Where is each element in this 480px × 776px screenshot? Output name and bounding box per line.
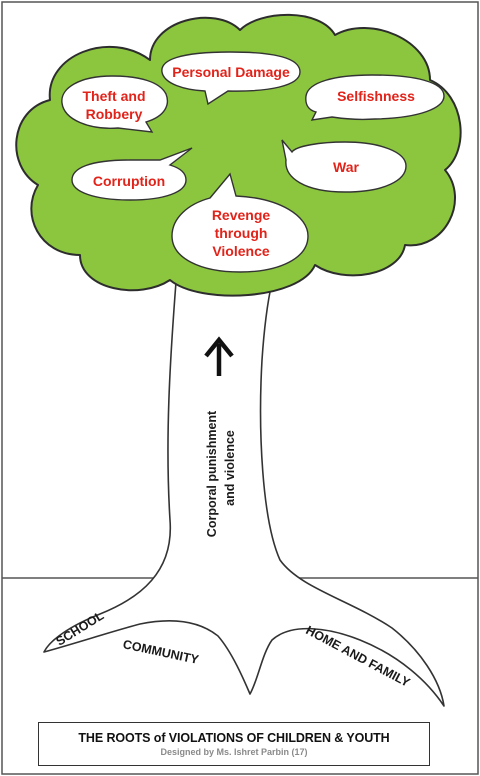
bubble-theft-robbery: Theft and Robbery	[61, 75, 169, 133]
bubble-corruption: Corruption	[71, 147, 193, 201]
bubble-corruption-shape	[71, 147, 193, 201]
bubble-revenge-line3: Violence	[212, 243, 270, 259]
bubble-theft-robbery-shape	[61, 75, 169, 133]
bubble-revenge-shape	[171, 172, 309, 273]
tree-trunk-and-roots	[43, 281, 445, 707]
bubble-theft-line1: Theft and	[83, 88, 146, 104]
bubble-war: War	[281, 139, 407, 193]
bubble-selfishness-shape	[305, 74, 445, 121]
footer-title-box: THE ROOTS of VIOLATIONS OF CHILDREN & YO…	[38, 722, 430, 766]
trunk-label-line1: Corporal punishment	[205, 410, 219, 537]
bubble-theft-line2: Robbery	[86, 106, 143, 122]
bubble-personal-damage-shape	[161, 51, 301, 106]
bubble-selfishness: Selfishness	[305, 74, 445, 121]
bubble-war-shape	[281, 139, 407, 193]
bubble-personal-damage: Personal Damage	[161, 51, 301, 106]
bubble-revenge-line2: through	[215, 225, 268, 241]
bubble-corruption-label: Corruption	[93, 173, 165, 189]
bubble-war-label: War	[333, 159, 359, 175]
bubble-personal-damage-label: Personal Damage	[172, 64, 290, 80]
bubble-revenge-line1: Revenge	[212, 207, 271, 223]
bubble-revenge: Revenge through Violence	[171, 172, 309, 273]
trunk-label-line2: and violence	[223, 430, 237, 506]
footer-credit: Designed by Ms. Ishret Parbin (17)	[160, 747, 308, 757]
bubble-selfishness-label: Selfishness	[337, 88, 415, 104]
up-arrow-icon	[204, 336, 234, 376]
footer-title: THE ROOTS of VIOLATIONS OF CHILDREN & YO…	[78, 731, 390, 745]
